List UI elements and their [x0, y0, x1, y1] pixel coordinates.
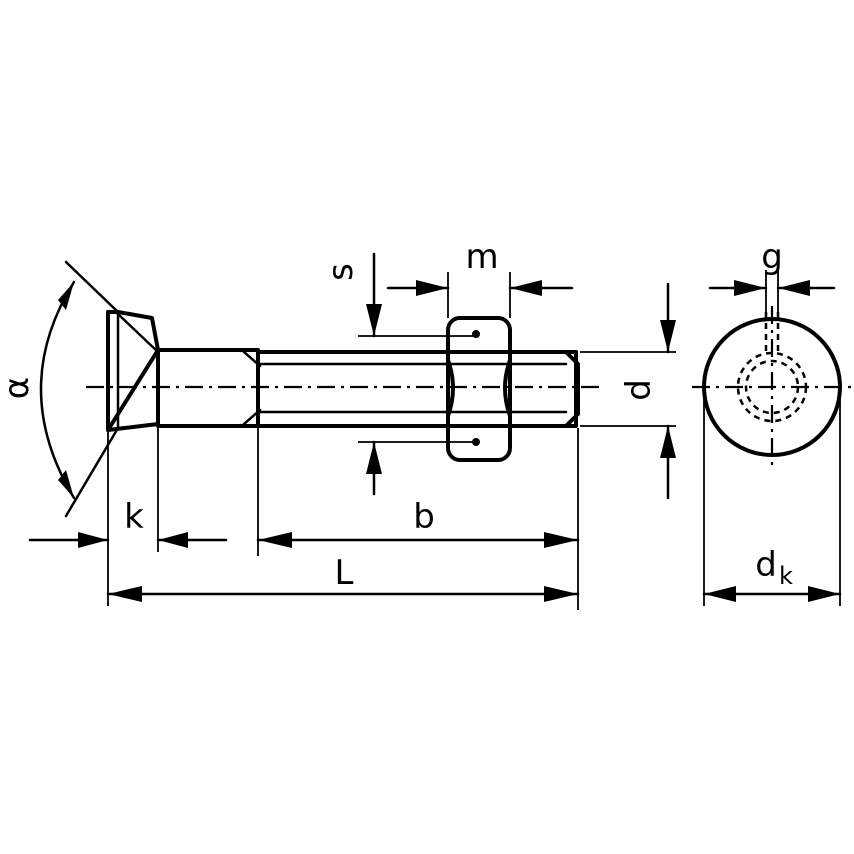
alpha-extension-top — [64, 260, 120, 314]
dk-arrow-left — [704, 586, 736, 602]
m-arrow-left — [416, 280, 448, 296]
alpha-arrow-bottom — [58, 470, 74, 498]
L-arrow-left — [108, 586, 142, 602]
dim-d: d — [580, 282, 676, 500]
g-arrow-right — [778, 280, 810, 296]
label-m: m — [465, 237, 498, 277]
dk-arrow-right — [808, 586, 840, 602]
k-arrow-left — [78, 532, 108, 548]
d-arrow-top — [660, 320, 676, 352]
dim-m: m — [386, 237, 574, 318]
bolt-head-lower — [106, 422, 160, 432]
bolt-end-view — [692, 306, 852, 470]
b-arrow-left — [258, 532, 292, 548]
g-arrow-left — [734, 280, 766, 296]
s-arrow-bottom — [366, 442, 382, 474]
nut-face-mid-2 — [503, 358, 512, 418]
k-arrow-right — [158, 532, 188, 548]
dim-alpha: α — [0, 260, 120, 518]
dim-b: b — [256, 428, 580, 610]
label-k: k — [124, 497, 144, 537]
b-arrow-right — [544, 532, 578, 548]
alpha-arrow-top — [58, 282, 74, 310]
bolt-end — [564, 350, 580, 428]
dim-k: k — [28, 426, 228, 606]
dim-g: g — [708, 237, 836, 318]
label-L: L — [335, 553, 354, 593]
dim-s: s — [321, 252, 476, 496]
head-slope-line-2 — [116, 312, 160, 354]
label-g: g — [761, 237, 783, 277]
m-arrow-right — [510, 280, 542, 296]
d-arrow-bottom — [660, 426, 676, 458]
L-arrow-right — [544, 586, 578, 602]
hex-nut — [446, 316, 512, 462]
label-b: b — [413, 497, 435, 537]
label-alpha: α — [0, 377, 37, 399]
s-arrow-top — [366, 304, 382, 336]
alpha-arc — [39, 280, 76, 500]
dim-dk: d k — [702, 392, 842, 606]
dim-L: L — [106, 553, 580, 602]
bolt-side-view — [86, 310, 604, 462]
alpha-extension-bottom — [64, 426, 120, 518]
label-dk-subscript: k — [779, 562, 793, 590]
label-s: s — [321, 263, 361, 281]
label-d: d — [619, 379, 659, 401]
label-dk: d — [755, 545, 777, 585]
